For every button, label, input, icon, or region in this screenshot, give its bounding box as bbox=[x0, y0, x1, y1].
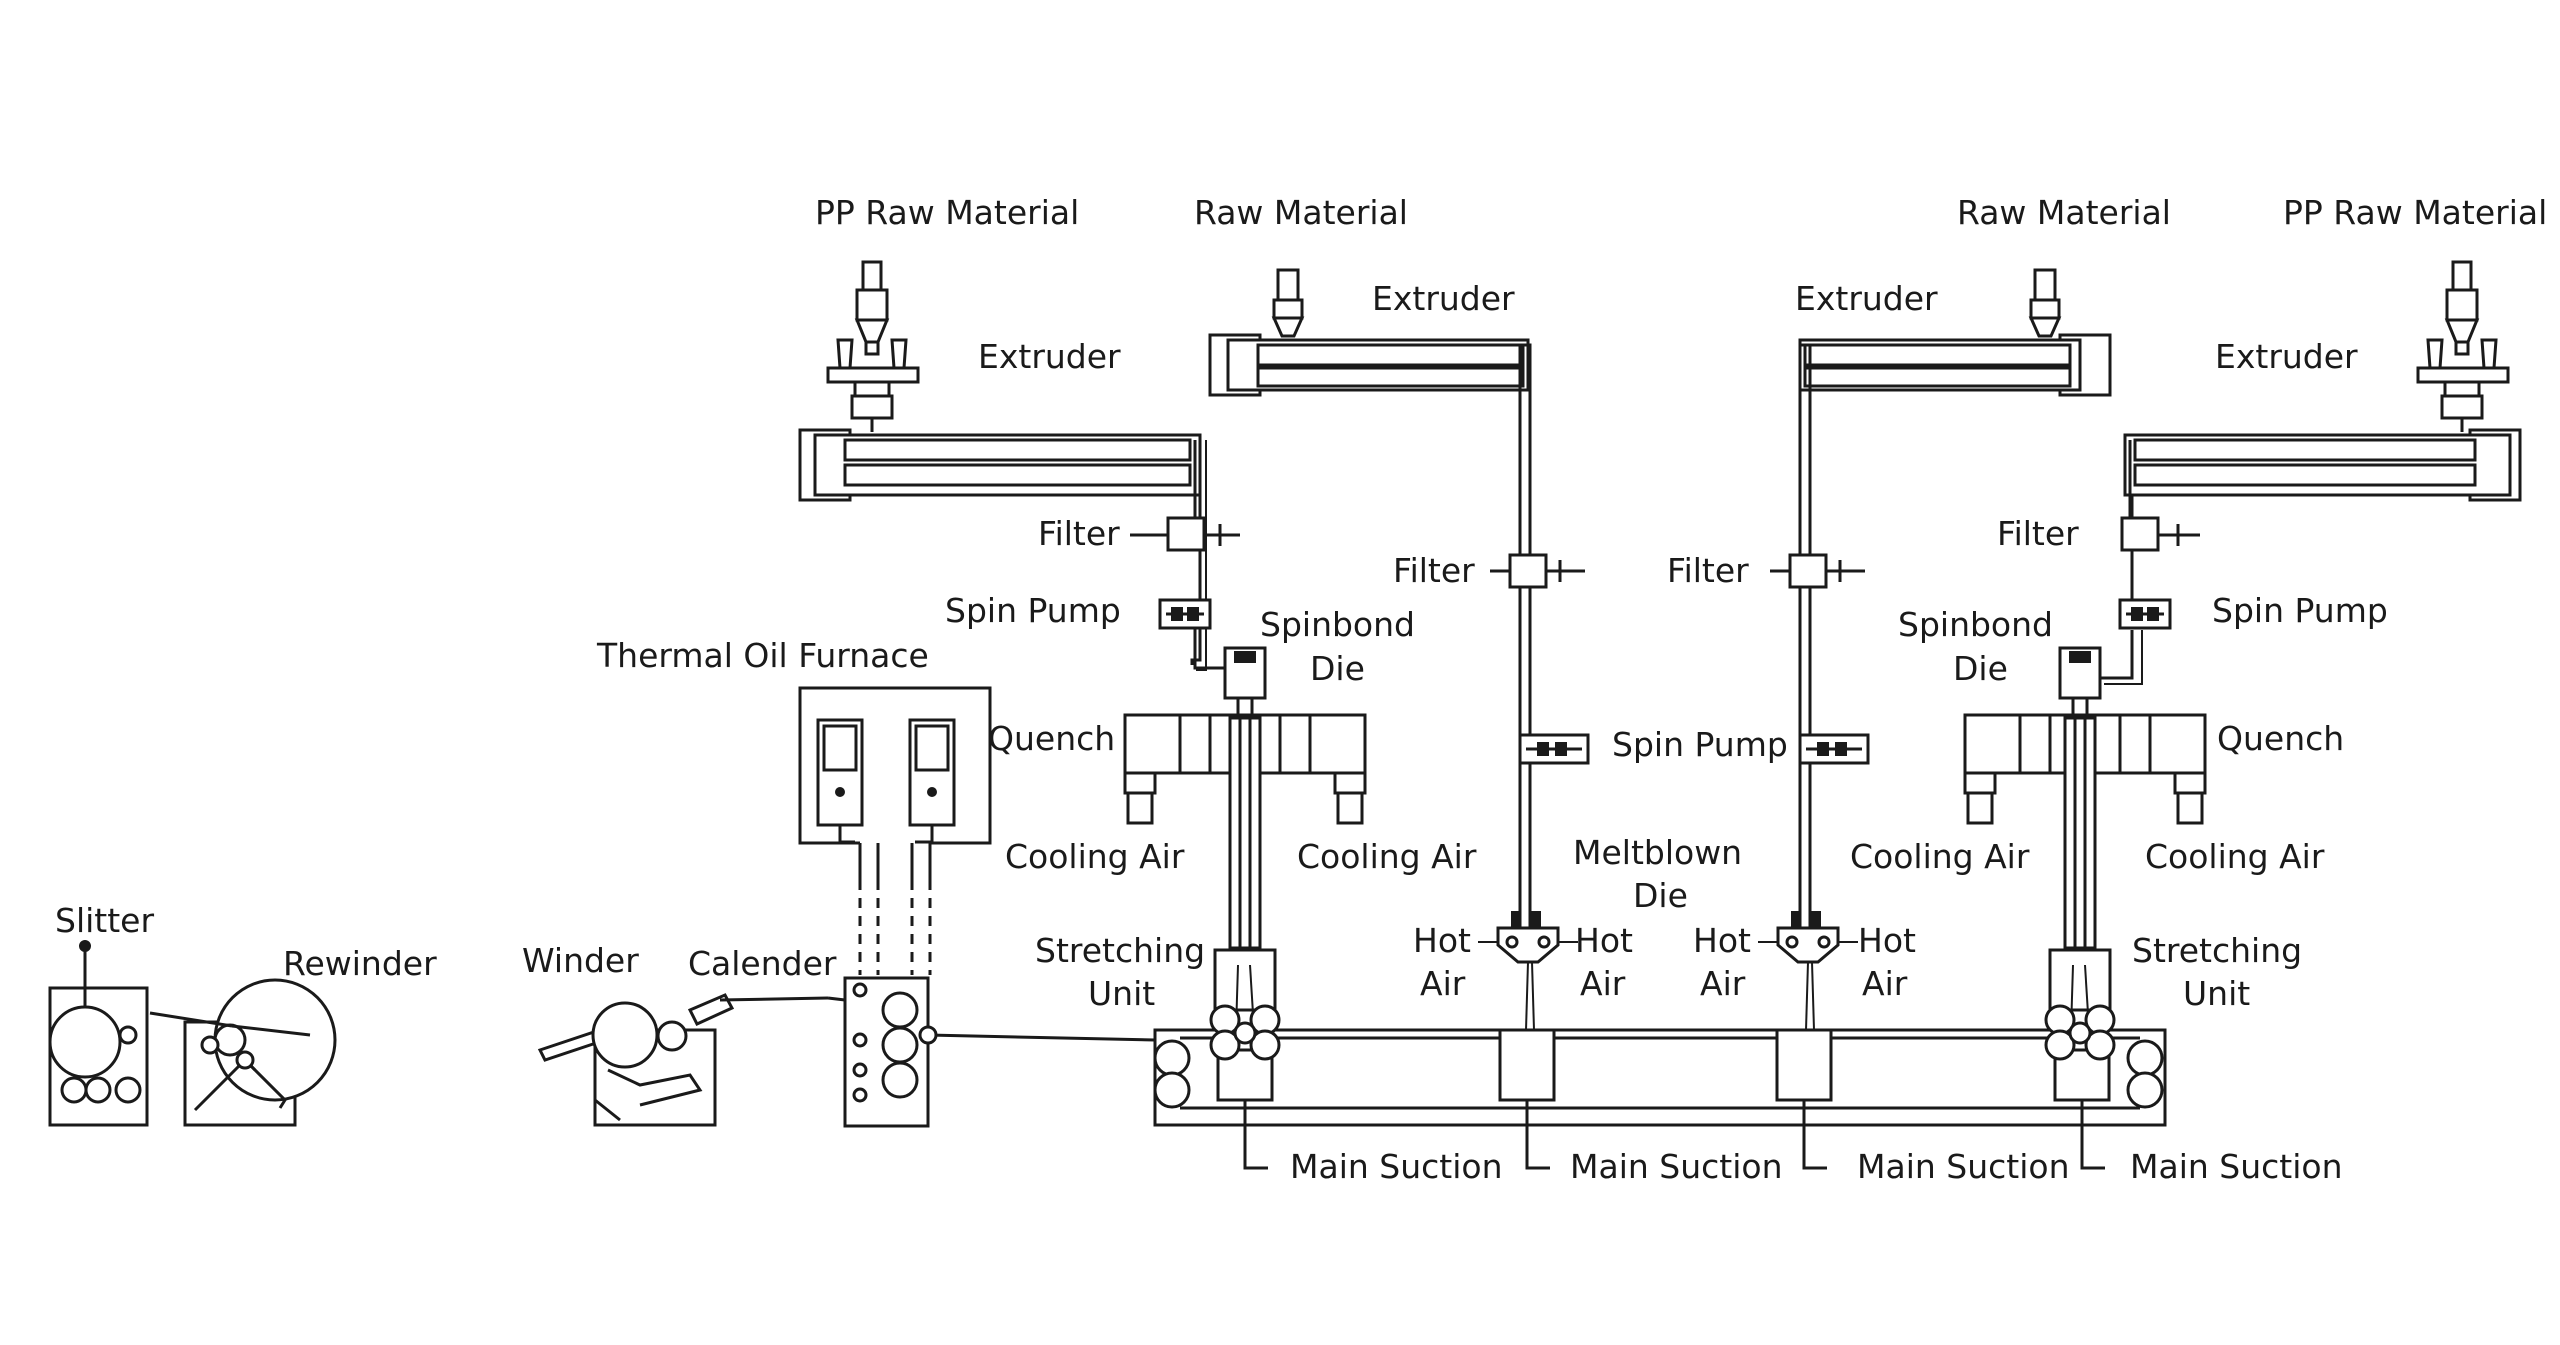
thermal-oil-furnace-label: Thermal Oil Furnace bbox=[596, 636, 929, 675]
filter-label-4: Filter bbox=[1997, 514, 2079, 553]
hot-air-label-4-line1: Hot bbox=[1858, 921, 1916, 960]
main-suction-label-4: Main Suction bbox=[2130, 1147, 2343, 1186]
spin-pump-label-4: Spin Pump bbox=[2212, 591, 2388, 630]
meltblown-die-label-line2: Die bbox=[1633, 876, 1688, 915]
right-spunbond-beam bbox=[1963, 260, 2522, 1061]
main-suction-label-2: Main Suction bbox=[1570, 1147, 1783, 1186]
raw-material-right-label: Raw Material bbox=[1957, 193, 2171, 232]
extruder-label-3: Extruder bbox=[1795, 279, 1938, 318]
meltblown-beam-1 bbox=[1208, 268, 1590, 1031]
cooling-air-label-4: Cooling Air bbox=[2145, 837, 2325, 876]
cooling-air-label-1: Cooling Air bbox=[1005, 837, 1185, 876]
filter-label-3: Filter bbox=[1667, 551, 1749, 590]
labels: PP Raw Material Raw Material Raw Materia… bbox=[55, 193, 2547, 1186]
stretching-unit-left-label-line1: Stretching bbox=[1035, 931, 1205, 970]
filter-label-1: Filter bbox=[1038, 514, 1120, 553]
slitter-label: Slitter bbox=[55, 901, 154, 940]
hot-air-label-2-line1: Hot bbox=[1575, 921, 1633, 960]
quench-right-label: Quench bbox=[2217, 719, 2344, 758]
pp-raw-material-right-label: PP Raw Material bbox=[2283, 193, 2547, 232]
winder bbox=[537, 993, 829, 1127]
raw-material-left-label: Raw Material bbox=[1194, 193, 1408, 232]
cooling-air-label-3: Cooling Air bbox=[1850, 837, 2030, 876]
extruder-label-4: Extruder bbox=[2215, 337, 2358, 376]
stretching-unit-left-label-line2: Unit bbox=[1088, 974, 1155, 1013]
spin-pump-label-1: Spin Pump bbox=[945, 591, 1121, 630]
hot-air-label-4-line2: Air bbox=[1862, 964, 1908, 1003]
rewinder bbox=[149, 978, 337, 1127]
thermal-oil-furnace bbox=[798, 686, 992, 975]
quench-left-label: Quench bbox=[988, 719, 1115, 758]
spinbond-die-left-label-line2: Die bbox=[1310, 649, 1365, 688]
cooling-air-label-2: Cooling Air bbox=[1297, 837, 1477, 876]
meltblown-beam-2 bbox=[1758, 268, 2112, 1031]
meltblown-die-label-line1: Meltblown bbox=[1573, 833, 1742, 872]
extruder-label-1: Extruder bbox=[978, 337, 1121, 376]
calender bbox=[827, 976, 938, 1128]
left-spunbond-beam bbox=[798, 260, 1367, 1061]
spinbond-die-right-label-line1: Spinbond bbox=[1898, 605, 2053, 644]
winder-label: Winder bbox=[522, 941, 639, 980]
hot-air-label-1-line1: Hot bbox=[1413, 921, 1471, 960]
main-suction-label-3: Main Suction bbox=[1857, 1147, 2070, 1186]
spin-pump-label-2: Spin Pump bbox=[1612, 725, 1788, 764]
spinbond-die-left-label-line1: Spinbond bbox=[1260, 605, 1415, 644]
filter-label-2: Filter bbox=[1393, 551, 1475, 590]
hot-air-label-2-line2: Air bbox=[1580, 964, 1626, 1003]
extruder-label-2: Extruder bbox=[1372, 279, 1515, 318]
pp-raw-material-left-label: PP Raw Material bbox=[815, 193, 1079, 232]
rewinder-label: Rewinder bbox=[283, 944, 437, 983]
forming-conveyor bbox=[927, 1028, 2167, 1127]
stretching-unit-right-label-line1: Stretching bbox=[2132, 931, 2302, 970]
hot-air-label-3-line2: Air bbox=[1700, 964, 1746, 1003]
spinbond-die-right-label-line2: Die bbox=[1953, 649, 2008, 688]
main-suction-label-1: Main Suction bbox=[1290, 1147, 1503, 1186]
hot-air-label-1-line2: Air bbox=[1420, 964, 1466, 1003]
calender-label: Calender bbox=[688, 944, 837, 983]
hot-air-label-3-line1: Hot bbox=[1693, 921, 1751, 960]
slitter bbox=[48, 940, 149, 1127]
stretching-unit-right-label-line2: Unit bbox=[2183, 974, 2250, 1013]
